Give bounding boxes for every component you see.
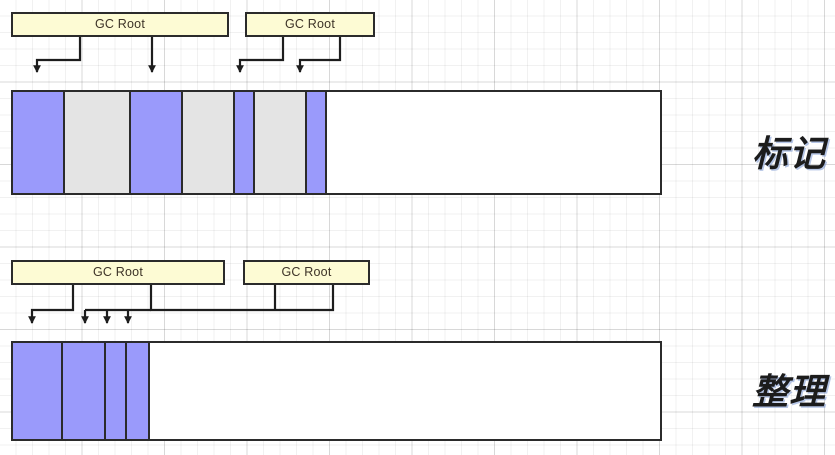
memory-region-compact[interactable]: [11, 341, 662, 441]
arrow-mark-3: [236, 37, 285, 73]
gc-root-label: GC Root: [92, 265, 144, 280]
arrow-group-compact: [28, 285, 335, 324]
memory-block-garbage[interactable]: [183, 92, 235, 193]
arrow-compact-1: [28, 285, 75, 324]
gc-root-box-mark-2[interactable]: GC Root: [245, 12, 375, 37]
phase-label-compact: 整理: [752, 372, 827, 413]
arrow-compact-trunk: [149, 285, 335, 312]
memory-block-garbage[interactable]: [65, 92, 131, 193]
gc-root-box-compact-1[interactable]: GC Root: [11, 260, 225, 285]
phase-label-mark: 标记: [752, 134, 827, 175]
memory-block-live[interactable]: [13, 343, 63, 439]
memory-block-live[interactable]: [106, 343, 127, 439]
memory-region-mark[interactable]: [11, 90, 662, 195]
memory-block-live[interactable]: [63, 343, 106, 439]
memory-block-live[interactable]: [307, 92, 327, 193]
memory-block-garbage[interactable]: [255, 92, 307, 193]
gc-root-label: GC Root: [284, 17, 336, 32]
gc-root-label: GC Root: [94, 17, 146, 32]
memory-block-live[interactable]: [127, 343, 150, 439]
gc-root-box-mark-1[interactable]: GC Root: [11, 12, 229, 37]
memory-block-live[interactable]: [131, 92, 183, 193]
gc-root-label: GC Root: [281, 265, 332, 280]
memory-block-live[interactable]: [235, 92, 255, 193]
gc-root-box-compact-2[interactable]: GC Root: [243, 260, 370, 285]
memory-block-live[interactable]: [13, 92, 65, 193]
arrow-mark-1: [33, 37, 82, 73]
arrow-mark-4: [296, 37, 342, 73]
arrow-group-mark: [33, 37, 342, 73]
